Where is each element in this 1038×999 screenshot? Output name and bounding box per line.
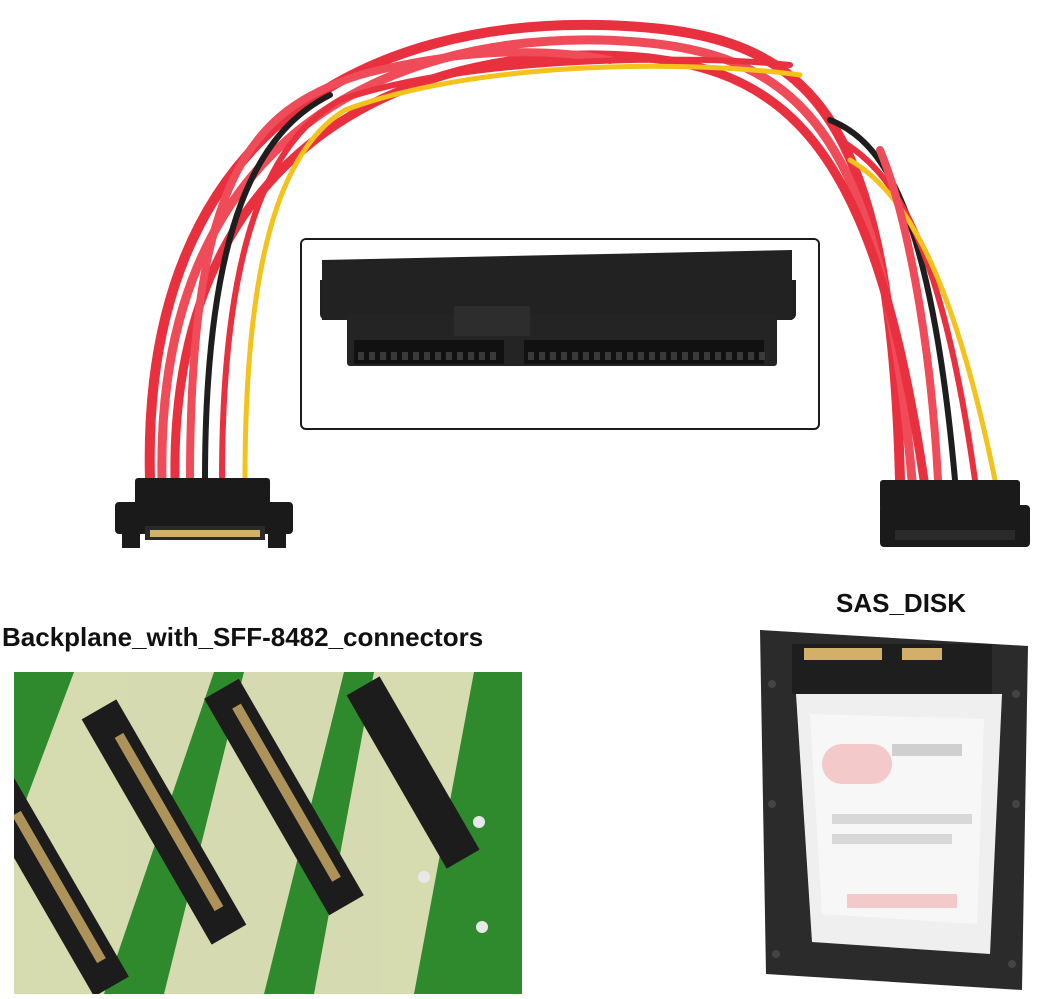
connector-pin [479, 352, 485, 360]
connector-pin [539, 352, 545, 360]
connector-pin [759, 352, 765, 360]
connector-pin [413, 352, 419, 360]
connector-pin [550, 352, 556, 360]
connector-pin [748, 352, 754, 360]
connector-pin [638, 352, 644, 360]
connector-pin [468, 352, 474, 360]
connector-pin [693, 352, 699, 360]
connector-pin [380, 352, 386, 360]
connector-pin [391, 352, 397, 360]
connector-pin [358, 352, 364, 360]
sas-disk-icon [760, 630, 1028, 990]
connector-pin [490, 352, 496, 360]
connector-pin [402, 352, 408, 360]
connector-pin [627, 352, 633, 360]
connector-pin [561, 352, 567, 360]
sff-8482-cable-icon [115, 19, 1030, 548]
connector-pin [671, 352, 677, 360]
connector-pin [594, 352, 600, 360]
connector-pin [369, 352, 375, 360]
backplane-board-icon [14, 672, 522, 994]
connector-pin [726, 352, 732, 360]
connector-pin [704, 352, 710, 360]
connector-pin [446, 352, 452, 360]
connector-pin [583, 352, 589, 360]
sas-disk-label: SAS_DISK [836, 588, 967, 618]
connector-pin [528, 352, 534, 360]
backplane-label: Backplane_with_SFF-8482_connectors [2, 622, 484, 652]
connector-pin [572, 352, 578, 360]
connector-pin [660, 352, 666, 360]
connector-pin [649, 352, 655, 360]
connector-pin [457, 352, 463, 360]
connector-pin [435, 352, 441, 360]
connector-pin [682, 352, 688, 360]
connector-closeup-frame [300, 238, 820, 430]
connector-closeup-icon [302, 240, 818, 366]
connector-pin [424, 352, 430, 360]
connector-pin [605, 352, 611, 360]
connector-pin [715, 352, 721, 360]
connector-pin [737, 352, 743, 360]
connector-pin [616, 352, 622, 360]
